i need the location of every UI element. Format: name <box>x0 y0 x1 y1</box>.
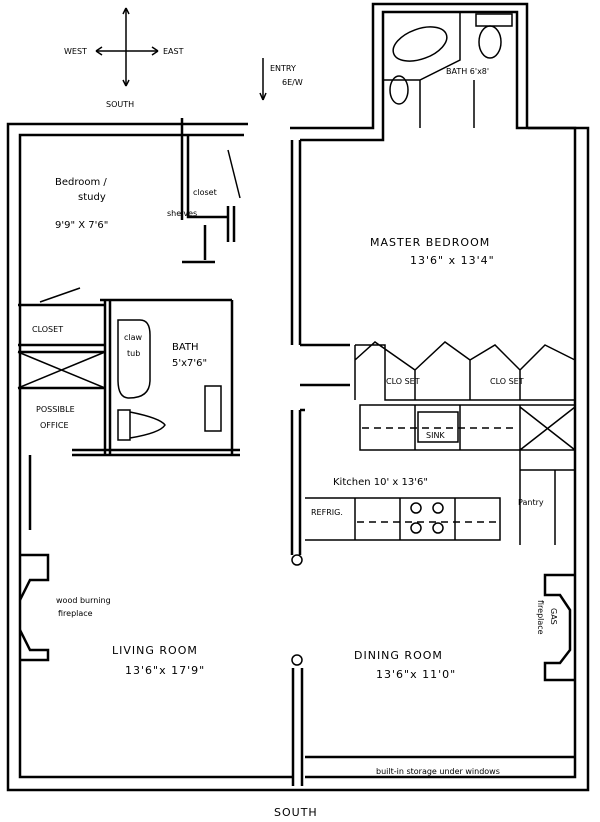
closet-a-label: CLO SET <box>386 377 420 386</box>
bedroom-study-label: Bedroom / <box>55 177 107 188</box>
compass: WEST EAST SOUTH <box>64 7 184 109</box>
living-room-label: LIVING ROOM <box>112 644 198 657</box>
possible-office-label: POSSIBLE <box>36 405 75 414</box>
dining-room-size: 13'6"x 11'0" <box>376 668 456 681</box>
entry-marker: ENTRY 6E/W <box>259 58 303 101</box>
dining-room-label: DINING ROOM <box>354 649 443 662</box>
sink-label: SINK <box>426 431 445 440</box>
kitchen-label: Kitchen 10' x 13'6" <box>333 477 428 488</box>
compass-west: WEST <box>64 47 87 56</box>
living-room-size: 13'6"x 17'9" <box>125 664 205 677</box>
tub-label: claw <box>124 333 143 342</box>
refrig-label: REFRIG. <box>311 508 343 517</box>
entry-sub: 6E/W <box>282 78 303 87</box>
master-bedroom-size: 13'6" x 13'4" <box>410 254 495 267</box>
walls <box>6 2 590 792</box>
bath-size: 5'x7'6" <box>172 358 207 369</box>
pantry-label: Pantry <box>518 498 544 507</box>
compass-south: SOUTH <box>106 100 134 109</box>
master-bath-label: BATH 6'x8' <box>446 67 489 76</box>
compass-east: EAST <box>163 47 184 56</box>
closet-label: CLOSET <box>32 325 63 334</box>
gas-fireplace-label-2: fireplace <box>536 600 545 635</box>
master-bedroom-label: MASTER BEDROOM <box>370 236 490 249</box>
south-label: SOUTH <box>274 806 318 819</box>
wood-fireplace-label: wood burning <box>56 596 111 605</box>
bedroom-study-label-2: study <box>78 192 106 203</box>
shelves-label: shelves <box>167 209 197 218</box>
storage-label: built-in storage under windows <box>376 767 500 776</box>
gas-fireplace-label: GAS <box>549 608 558 625</box>
closet-b-label: CLO SET <box>490 377 524 386</box>
entry-label: ENTRY <box>270 64 296 73</box>
tub-label-2: tub <box>127 349 140 358</box>
possible-office-label-2: OFFICE <box>40 421 69 430</box>
wood-fireplace-label-2: fireplace <box>58 609 93 618</box>
bedroom-study-size: 9'9" X 7'6" <box>55 220 108 231</box>
bath-label: BATH <box>172 342 199 353</box>
bedroom-closet-label: closet <box>193 188 217 197</box>
